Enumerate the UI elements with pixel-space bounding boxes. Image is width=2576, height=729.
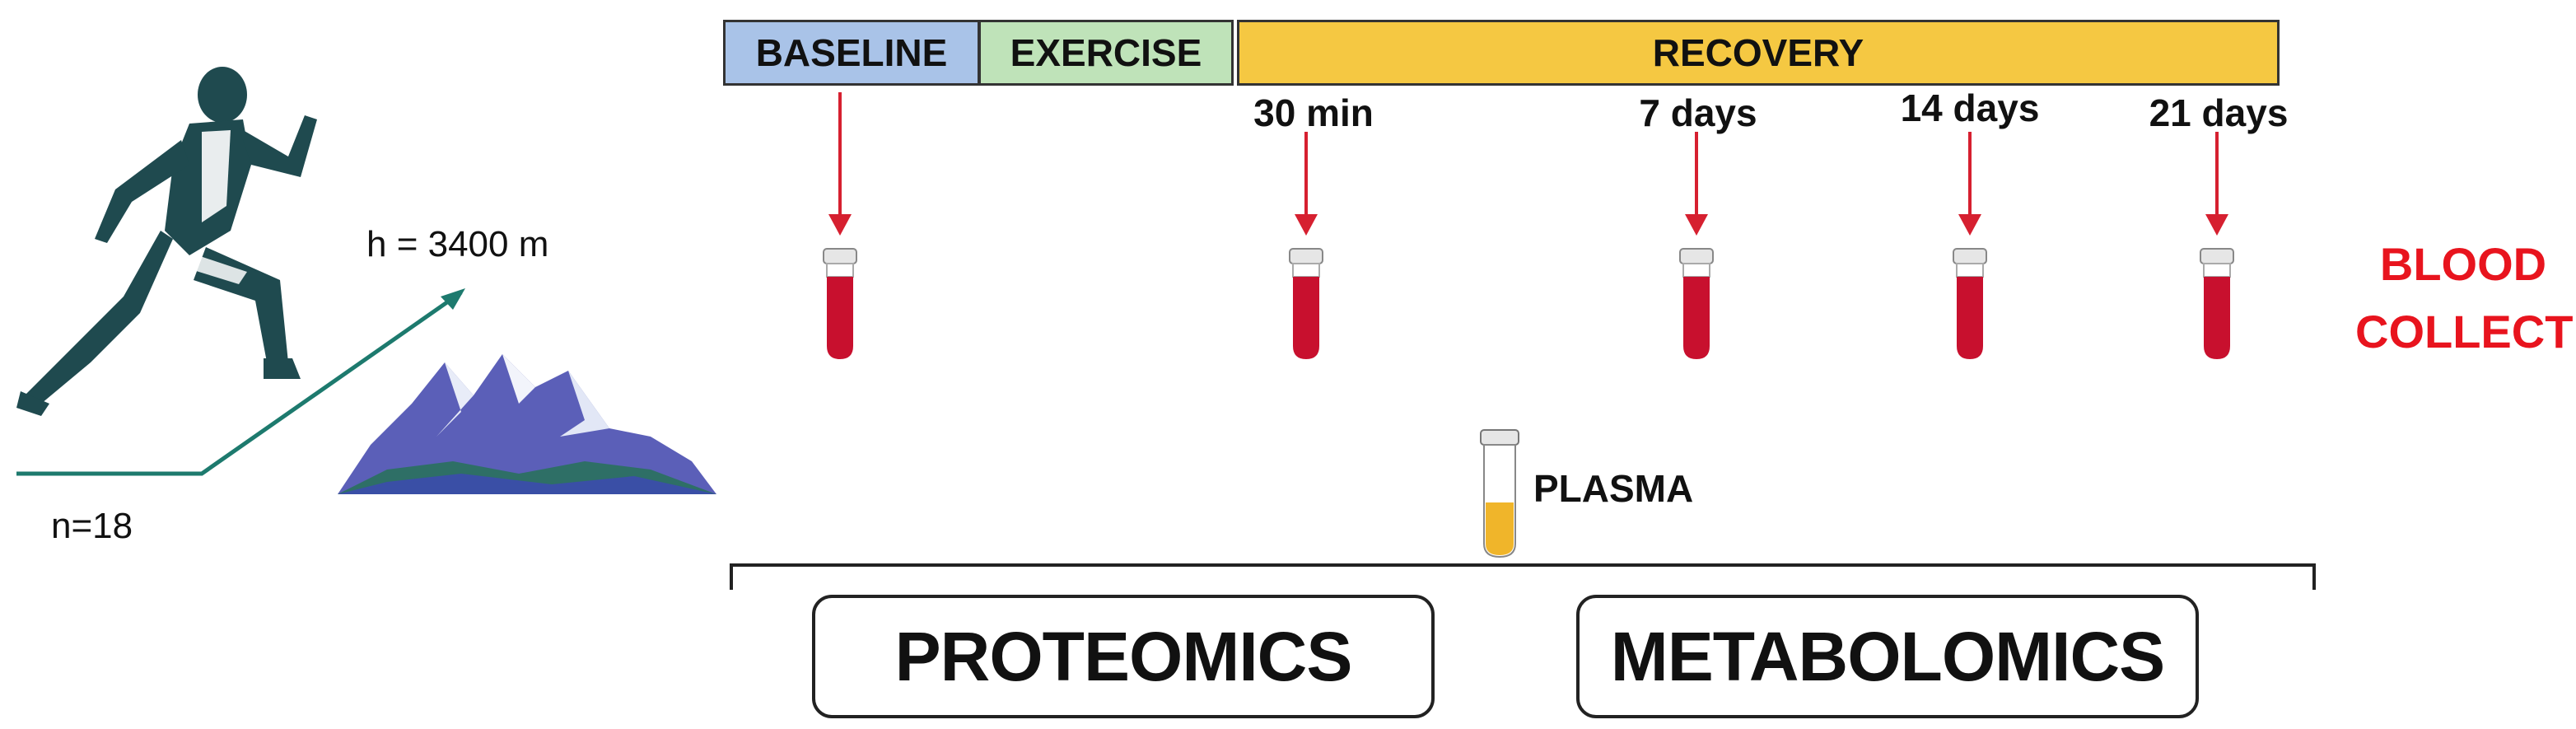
phase-recovery: RECOVERY xyxy=(1237,20,2280,86)
arrow-down-icon xyxy=(1685,132,1708,236)
arrow-down-icon xyxy=(828,92,852,236)
bracket xyxy=(730,563,2316,590)
altitude-line xyxy=(16,288,465,476)
timepoint-label: 30 min xyxy=(1253,91,1374,134)
arrow-down-icon xyxy=(2205,132,2228,236)
phase-exercise: EXERCISE xyxy=(978,20,1234,86)
blood-collection-line1: BLOOD xyxy=(2379,238,2547,290)
blood-tube-icon xyxy=(823,248,857,359)
timepoint-label: 14 days xyxy=(1900,86,2040,129)
proteomics-box: PROTEOMICS xyxy=(812,595,1435,718)
sample-size-label: n=18 xyxy=(51,506,133,546)
plasma-tube-icon xyxy=(1480,429,1519,558)
blood-tube-icon xyxy=(2200,248,2234,359)
plasma-label: PLASMA xyxy=(1533,467,1694,510)
runner-icon xyxy=(16,67,317,416)
blood-collection-line2: COLLECTION xyxy=(2355,306,2576,357)
arrow-down-icon xyxy=(1958,132,1981,236)
metabolomics-box: METABOLOMICS xyxy=(1576,595,2199,718)
mountain-icon xyxy=(338,354,716,494)
blood-tube-icon xyxy=(1289,248,1323,359)
blood-tube-icon xyxy=(1953,248,1987,359)
timepoint-label: 21 days xyxy=(2149,91,2289,134)
blood-tube-icon xyxy=(1679,248,1714,359)
altitude-label: h = 3400 m xyxy=(366,224,549,264)
blood-collection-label: BLOOD COLLECTION xyxy=(2355,231,2576,366)
phase-baseline: BASELINE xyxy=(723,20,980,86)
timepoint-label: 7 days xyxy=(1639,91,1757,134)
arrow-down-icon xyxy=(1295,132,1318,236)
